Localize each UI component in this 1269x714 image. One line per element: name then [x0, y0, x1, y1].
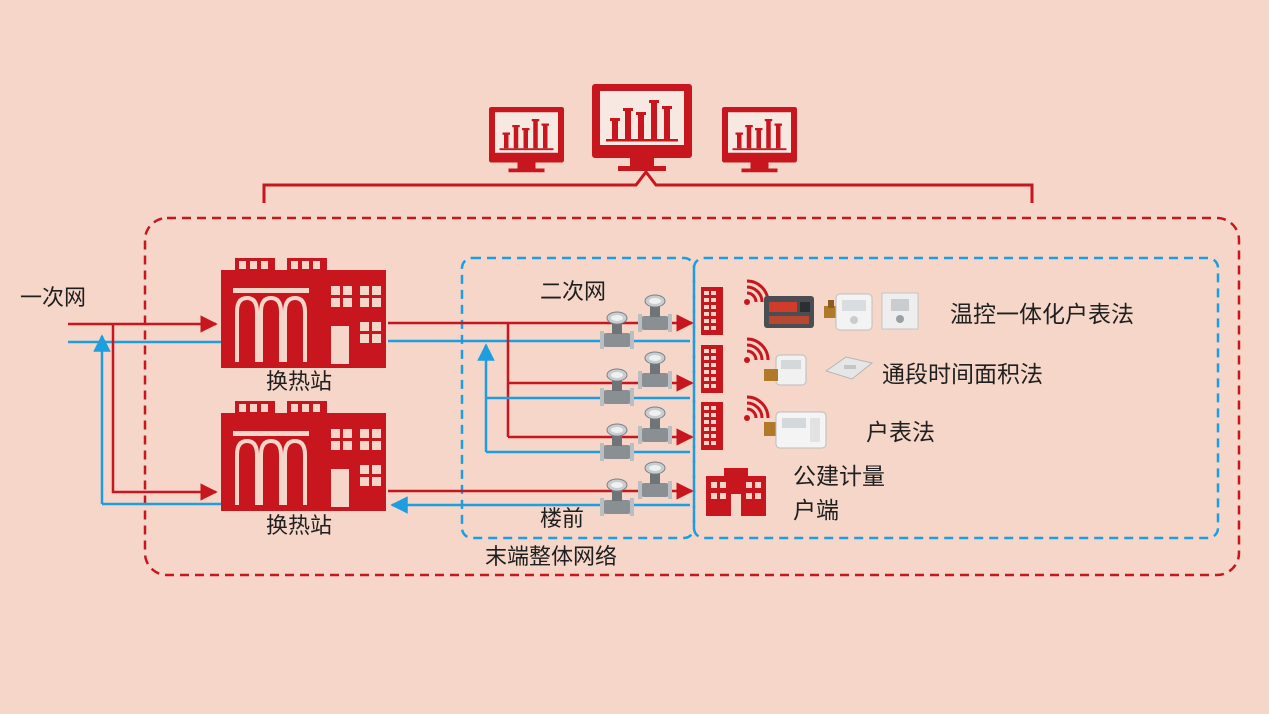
station-label-top: 换热站	[266, 370, 333, 395]
primary-network-pipes	[68, 315, 222, 506]
terminal-network-boundary	[143, 216, 1241, 577]
secondary-network-label: 二次网	[540, 280, 607, 305]
monitor-chart-icon	[722, 107, 797, 173]
station-label-bottom: 换热站	[266, 514, 333, 539]
wifi-signal-icon	[742, 395, 770, 423]
brass-valve-icon	[824, 300, 838, 318]
system-bracket	[262, 169, 1034, 203]
flow-meter-icon	[637, 294, 673, 333]
monitor-chart-icon	[592, 84, 692, 171]
flow-meter-icon	[599, 311, 635, 350]
secondary-network-boundary	[460, 256, 696, 540]
factory-icon	[219, 256, 388, 370]
public-building-label-line2: 户端	[793, 498, 839, 524]
public-building-icon	[706, 468, 766, 516]
wall-panel-icon	[881, 292, 919, 330]
method-label-1: 温控一体化户表法	[950, 302, 1134, 328]
factory-icon	[219, 399, 388, 513]
terminal-network-label: 末端整体网络	[485, 545, 618, 570]
public-building-label-line1: 公建计量	[793, 464, 885, 490]
apartment-building-icon	[701, 287, 723, 335]
heat-meter-icon	[764, 354, 807, 386]
room-sensor-icon	[824, 356, 874, 380]
front-of-building-label: 楼前	[540, 507, 585, 532]
household-boundary	[692, 256, 1220, 540]
method-label-2: 通段时间面积法	[882, 362, 1043, 388]
flow-meter-icon	[599, 478, 635, 517]
monitor-chart-icon	[489, 107, 564, 173]
method-label-3: 户表法	[866, 420, 935, 446]
heat-meter-icon	[764, 411, 827, 449]
heat-meter-icon	[764, 296, 814, 328]
flow-meter-icon	[637, 461, 673, 500]
thermostat-icon	[835, 293, 873, 331]
flow-meter-icon	[599, 423, 635, 462]
apartment-building-icon	[701, 402, 723, 450]
wifi-signal-icon	[742, 337, 770, 365]
flow-meter-icon	[637, 351, 673, 390]
primary-network-label: 一次网	[20, 286, 87, 311]
flow-meter-icon	[599, 368, 635, 407]
flow-meter-icon	[637, 406, 673, 445]
apartment-building-icon	[701, 345, 723, 393]
